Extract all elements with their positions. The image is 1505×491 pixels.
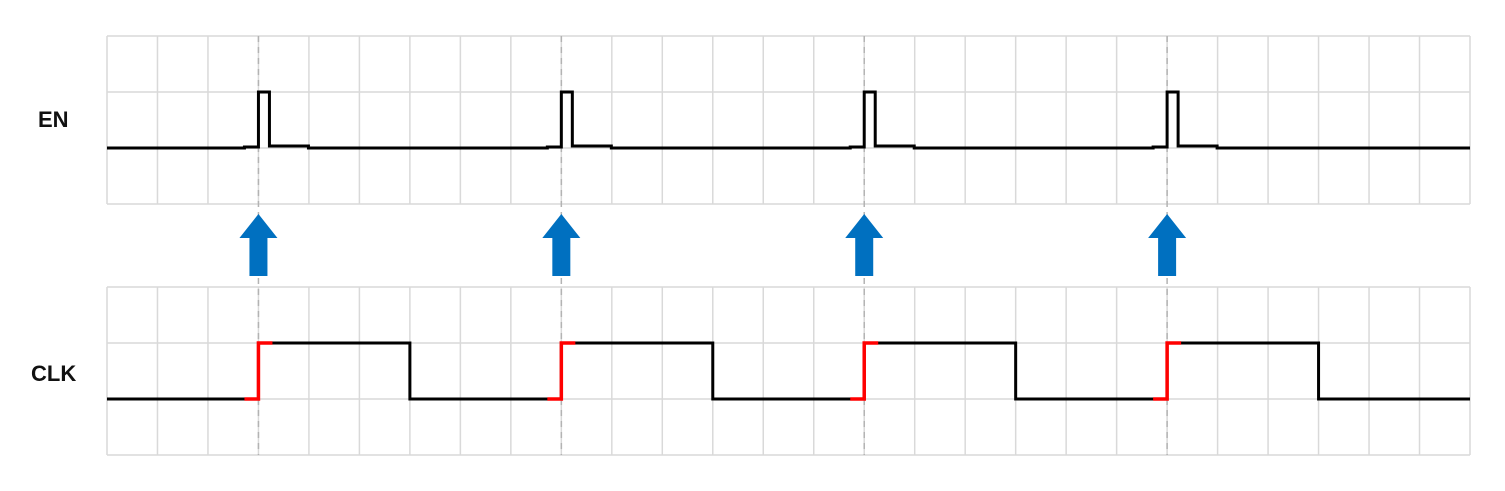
clk-rising-edge-highlight (850, 341, 879, 401)
clk-grid (106, 286, 1471, 456)
en-grid (106, 35, 1471, 205)
clk-waveform (107, 341, 1470, 401)
clk-rising-edge-highlights (244, 341, 1182, 401)
clk-signal-label: CLK (31, 361, 76, 386)
clk-rising-edge-highlight (244, 341, 273, 401)
trigger-arrows (239, 214, 1187, 276)
up-arrow-icon (542, 214, 581, 276)
en-waveform (107, 90, 1470, 150)
up-arrow-icon (239, 214, 278, 276)
clk-rising-edge-highlight (547, 341, 576, 401)
up-arrow-icon (1148, 214, 1187, 276)
up-arrow-icon (845, 214, 884, 276)
clk-rising-edge-highlight (1153, 341, 1182, 401)
en-signal-label: EN (38, 107, 69, 132)
